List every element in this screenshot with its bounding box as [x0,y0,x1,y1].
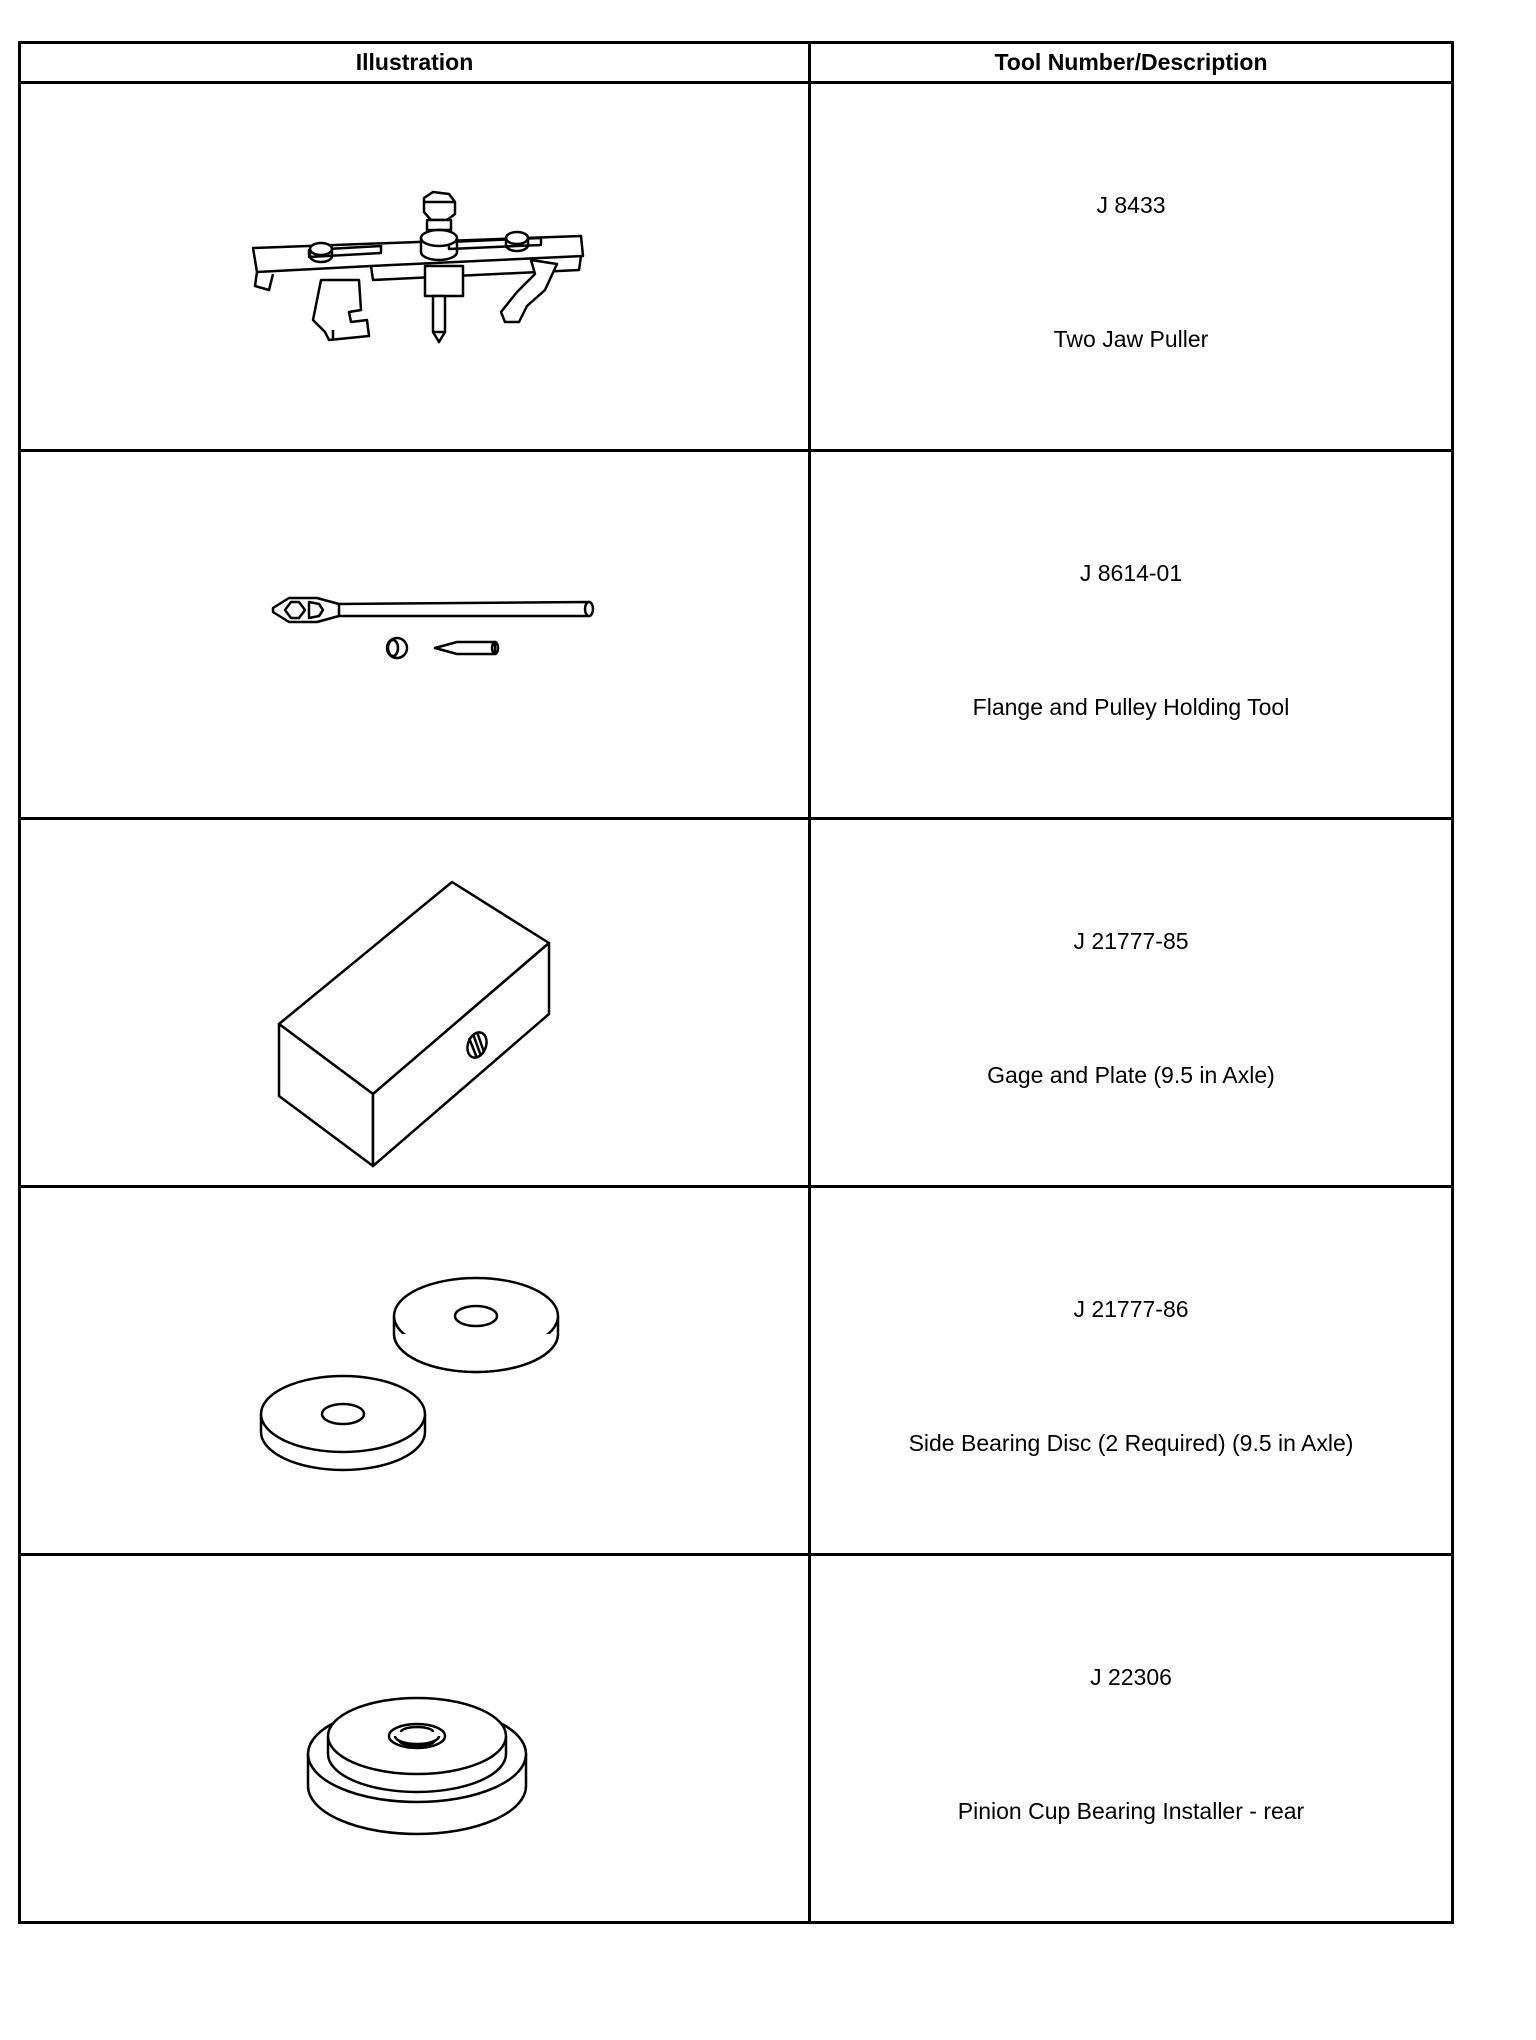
tool-description: Pinion Cup Bearing Installer - rear [957,1798,1305,1824]
header-row: Illustration Tool Number/Description [18,41,1454,84]
table-row: J 22306 Pinion Cup Bearing Installer - r… [18,1553,1454,1924]
tool-description: Gage and Plate (9.5 in Axle) [987,1062,1275,1088]
table-row: J 21777-85 Gage and Plate (9.5 in Axle) [18,817,1454,1188]
table-row: J 8614-01 Flange and Pulley Holding Tool [18,449,1454,820]
tool-description: Flange and Pulley Holding Tool [972,694,1290,720]
cup-installer-icon [21,1556,811,1921]
tool-number: J 21777-86 [1073,1296,1189,1322]
tool-description: Two Jaw Puller [1053,326,1209,352]
tool-number: J 8614-01 [1079,560,1183,586]
table-row: J 21777-86 Side Bearing Disc (2 Required… [18,1185,1454,1556]
holding-tool-icon [21,452,811,817]
description-cell: J 21777-86 Side Bearing Disc (2 Required… [808,1185,1454,1556]
illustration-cell [18,1185,811,1556]
illustration-cell [18,81,811,452]
bearing-disc-icon [21,1188,811,1553]
table-row: J 8433 Two Jaw Puller [18,81,1454,452]
gage-block-icon [21,820,811,1185]
illustration-cell [18,1553,811,1924]
tool-table: Illustration Tool Number/Description [18,41,1454,1924]
header-tool-number-description: Tool Number/Description [808,41,1454,84]
description-cell: J 8433 Two Jaw Puller [808,81,1454,452]
description-cell: J 8614-01 Flange and Pulley Holding Tool [808,449,1454,820]
illustration-cell [18,449,811,820]
description-cell: J 22306 Pinion Cup Bearing Installer - r… [808,1553,1454,1924]
illustration-cell [18,817,811,1188]
tool-description: Side Bearing Disc (2 Required) (9.5 in A… [908,1430,1354,1456]
tool-number: J 8433 [1096,192,1166,218]
description-cell: J 21777-85 Gage and Plate (9.5 in Axle) [808,817,1454,1188]
tool-number: J 22306 [1090,1664,1172,1690]
tool-number: J 21777-85 [1073,928,1189,954]
header-illustration: Illustration [18,41,811,84]
two-jaw-puller-icon [21,84,811,449]
